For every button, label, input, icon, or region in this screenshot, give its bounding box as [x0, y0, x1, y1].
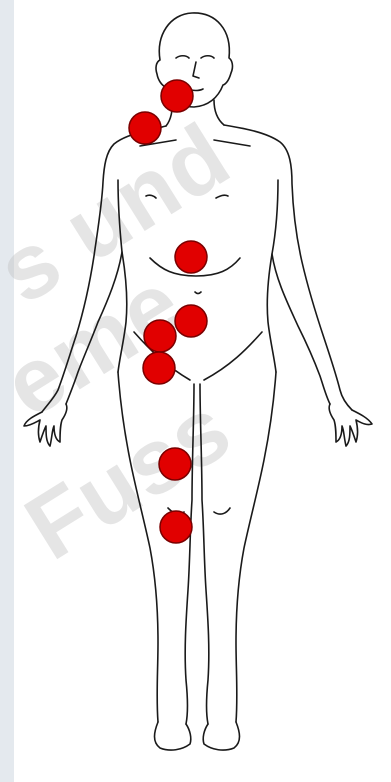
nose	[193, 62, 199, 78]
marker-abdomen	[175, 241, 207, 273]
neck-right	[214, 100, 224, 125]
left-nipple	[146, 195, 156, 198]
left-foot	[155, 722, 191, 750]
left-hand	[24, 404, 67, 446]
left-eye	[176, 56, 189, 58]
torso-right-outline	[224, 125, 352, 410]
marker-groin	[175, 305, 207, 337]
left-inner-arm	[66, 180, 122, 404]
right-foot	[203, 722, 239, 750]
clavicle-right	[214, 140, 250, 146]
right-inner-arm	[272, 180, 330, 404]
marker-knee	[160, 511, 192, 543]
right-leg-inner	[200, 384, 209, 724]
marker-upper-thigh-1	[144, 320, 176, 352]
right-leg-outer	[236, 372, 276, 722]
groin-right	[204, 332, 262, 380]
marker-neck-shoulder	[129, 112, 161, 144]
right-eye	[201, 56, 214, 58]
marker-jaw	[161, 80, 193, 112]
marker-layer	[129, 80, 207, 543]
right-hand	[329, 404, 372, 446]
waist-left	[118, 252, 127, 372]
marker-upper-thigh-2	[143, 352, 175, 384]
right-nipple	[216, 195, 228, 198]
left-leg-outer	[118, 372, 158, 722]
waist-right	[267, 254, 276, 372]
right-knee	[214, 508, 230, 514]
navel	[195, 292, 201, 294]
left-leg-inner	[185, 384, 194, 724]
marker-lower-thigh	[159, 448, 191, 480]
